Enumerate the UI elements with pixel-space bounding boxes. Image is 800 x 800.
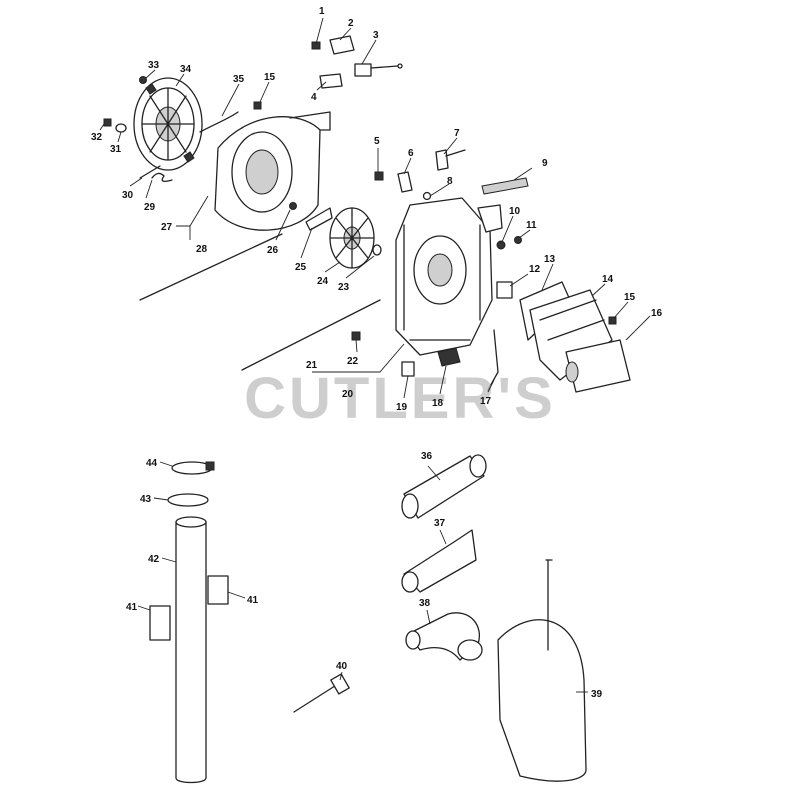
- screw-22: [351, 331, 361, 341]
- callout-19: 19: [396, 402, 408, 413]
- callout-44: 44: [146, 458, 158, 469]
- switch-4: [319, 73, 343, 89]
- callout-40: 40: [336, 661, 348, 672]
- sleeve-41-right: [207, 575, 229, 605]
- callout-15a: 15: [264, 72, 276, 83]
- callout-29: 29: [144, 202, 156, 213]
- watermark: CUTLER'S: [244, 366, 556, 431]
- callout-12: 12: [529, 264, 541, 275]
- switch-bracket-2: [329, 35, 355, 55]
- callout-23: 23: [338, 282, 350, 293]
- screw-33: [139, 76, 147, 84]
- callout-4: 4: [311, 92, 317, 103]
- callout-34: 34: [180, 64, 192, 75]
- handle-rope-30: [139, 165, 161, 179]
- callout-28: 28: [196, 244, 208, 255]
- washer-23: [372, 244, 382, 256]
- collection-bag-39: [497, 559, 587, 782]
- nut-10: [496, 240, 506, 250]
- callout-11: 11: [526, 220, 537, 231]
- callout-18: 18: [432, 398, 444, 409]
- hose-clamp-44: [171, 461, 215, 475]
- callout-17: 17: [480, 396, 492, 407]
- leader-lines: [99, 17, 651, 693]
- callout-43: 43: [140, 494, 152, 505]
- pipe-42: [175, 516, 207, 784]
- callout-32: 32: [91, 132, 103, 143]
- gasket-9: [481, 177, 529, 195]
- callout-9: 9: [542, 158, 548, 169]
- muffler-16: [565, 339, 631, 393]
- washer-31: [115, 123, 127, 133]
- clip-18: [437, 347, 461, 367]
- impeller-fan: [329, 207, 375, 269]
- callout-14: 14: [602, 274, 614, 285]
- ring-43: [167, 493, 209, 507]
- callout-3: 3: [373, 30, 379, 41]
- callout-38: 38: [419, 598, 431, 609]
- plug-6: [397, 171, 413, 193]
- callout-10: 10: [509, 206, 521, 217]
- callout-42: 42: [148, 554, 160, 565]
- callout-6: 6: [408, 148, 414, 159]
- nut-11: [514, 236, 522, 244]
- key-25: [305, 207, 333, 231]
- seal-strip-35: [199, 111, 239, 133]
- callout-26: 26: [267, 245, 279, 256]
- callout-13: 13: [544, 254, 556, 265]
- callout-35: 35: [233, 74, 245, 85]
- callout-41a: 41: [247, 595, 259, 606]
- callout-16: 16: [651, 308, 663, 319]
- nut-26: [289, 202, 297, 210]
- callout-15b: 15: [624, 292, 636, 303]
- callout-7: 7: [454, 128, 460, 139]
- screw-1: [311, 41, 321, 50]
- callout-25: 25: [295, 262, 307, 273]
- switch-wire-3: [354, 63, 403, 77]
- callout-1: 1: [319, 6, 325, 17]
- callout-41b: 41: [126, 602, 138, 613]
- callout-labels: 1 2 3 4 5 6 7 8 9 10 11 12 13 14 15 16 1…: [91, 6, 663, 700]
- screw-32: [103, 118, 112, 127]
- callout-27: 27: [161, 222, 173, 233]
- sleeve-41-left: [149, 605, 171, 641]
- screw-5: [374, 171, 384, 181]
- callout-37: 37: [434, 518, 446, 529]
- callout-8: 8: [447, 176, 453, 187]
- engine-cover: [395, 197, 503, 356]
- callout-5: 5: [374, 136, 380, 147]
- screw-15b: [608, 316, 617, 325]
- filter-12: [496, 281, 513, 299]
- callout-30: 30: [122, 190, 134, 201]
- fan-housing: [214, 111, 331, 231]
- wrench-40: [293, 673, 350, 713]
- elbow-38: [405, 612, 483, 661]
- callout-22: 22: [347, 356, 359, 367]
- washer-8: [422, 191, 432, 201]
- callout-24: 24: [317, 276, 329, 287]
- callout-31: 31: [110, 144, 122, 155]
- callout-2: 2: [348, 18, 354, 29]
- seal-strip-21: [241, 299, 381, 371]
- rod-17: [487, 329, 499, 391]
- callout-33: 33: [148, 60, 160, 71]
- recoil-starter-housing: [133, 77, 203, 171]
- callout-20: 20: [342, 389, 354, 400]
- connector-7: [435, 149, 466, 171]
- seal-strip-28: [139, 233, 283, 301]
- callout-21: 21: [306, 360, 318, 371]
- nozzle-37: [401, 529, 477, 593]
- screw-15a: [253, 101, 262, 110]
- callout-36: 36: [421, 451, 433, 462]
- callout-39: 39: [591, 689, 603, 700]
- spring-29: [151, 172, 173, 182]
- nozzle-36: [401, 454, 487, 519]
